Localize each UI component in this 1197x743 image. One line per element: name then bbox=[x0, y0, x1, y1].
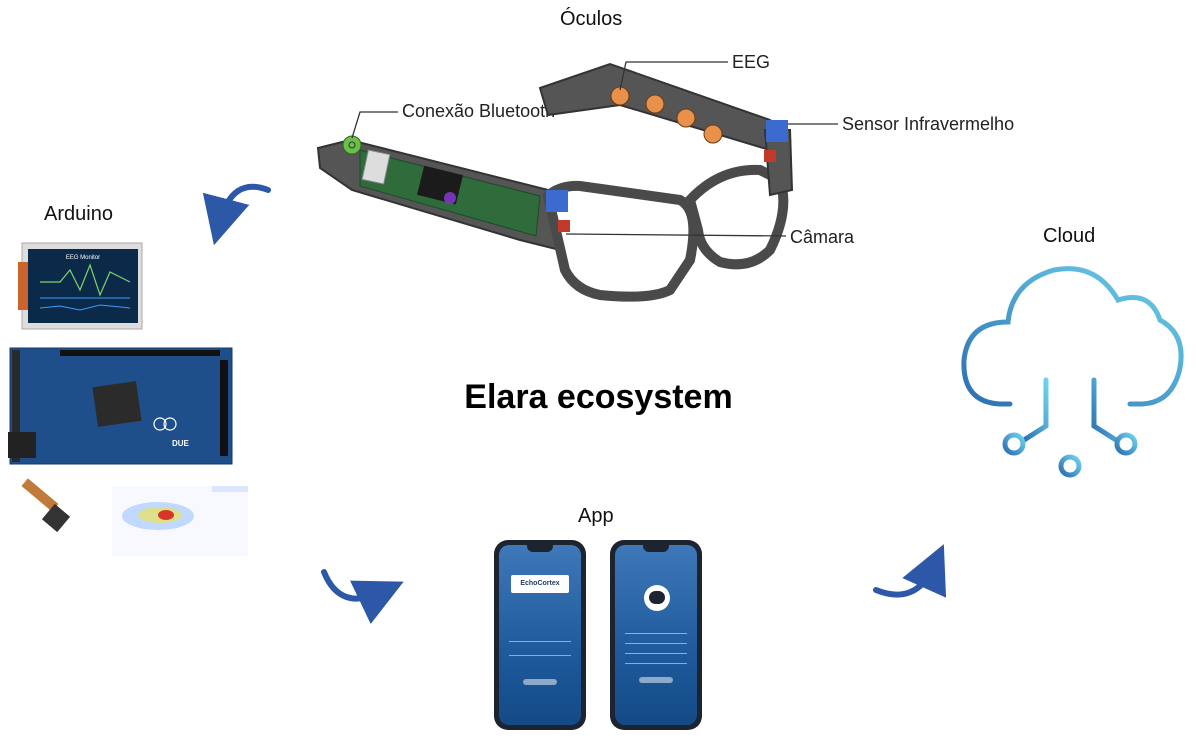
flow-arrows bbox=[220, 187, 934, 599]
phone-login-screen: EchoCortex bbox=[494, 540, 586, 730]
brain-logo-icon bbox=[644, 585, 670, 611]
smart-glasses-image bbox=[318, 64, 792, 297]
login-button[interactable] bbox=[523, 679, 557, 685]
arrow-glasses-to-arduino bbox=[220, 187, 268, 222]
eeg-electrode-icon bbox=[646, 95, 664, 113]
bluetooth-module-icon bbox=[343, 136, 361, 154]
infrared-sensor-icon bbox=[764, 150, 776, 162]
eeg-electrode-icon bbox=[704, 125, 722, 143]
camera-mount-icon bbox=[546, 190, 568, 212]
confirm-password-field[interactable] bbox=[625, 663, 687, 664]
board-label: DUE bbox=[172, 439, 190, 448]
password-field[interactable] bbox=[625, 653, 687, 654]
cloud-icon bbox=[964, 269, 1181, 475]
app-logo: EchoCortex bbox=[511, 575, 569, 593]
eeg-monitor-title: EEG Monitor bbox=[66, 255, 100, 261]
heatmap-hotspot bbox=[158, 510, 174, 520]
infrared-mount-icon bbox=[766, 120, 788, 142]
arduino-hardware-image: EEG Monitor DUE bbox=[8, 243, 248, 556]
register-button[interactable] bbox=[639, 677, 673, 683]
phone-register-screen bbox=[610, 540, 702, 730]
name-field[interactable] bbox=[625, 633, 687, 634]
eeg-electrode-icon bbox=[677, 109, 695, 127]
username-field[interactable] bbox=[509, 641, 571, 642]
password-field[interactable] bbox=[509, 655, 571, 656]
camera-lens-icon bbox=[558, 220, 570, 232]
arrow-arduino-to-app bbox=[324, 572, 382, 599]
camera-module-icon bbox=[42, 504, 70, 532]
arrow-app-to-cloud bbox=[876, 566, 934, 595]
email-field[interactable] bbox=[625, 643, 687, 644]
